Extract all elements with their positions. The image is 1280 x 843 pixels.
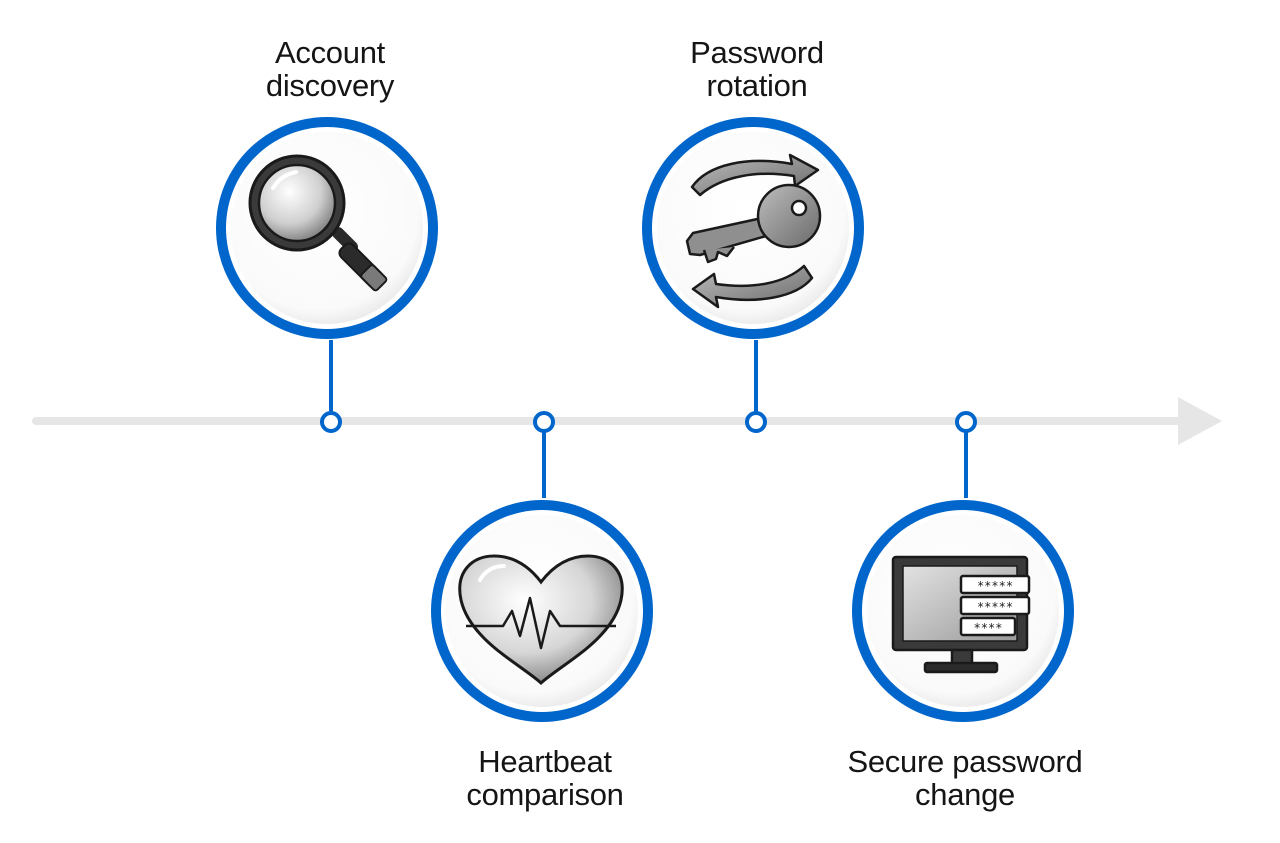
password-field-mask: ***** — [977, 579, 1013, 593]
label-line: Account — [275, 35, 385, 70]
password-field-mask: ***** — [977, 600, 1013, 614]
label-line: Password — [690, 35, 824, 70]
key-rotation-icon — [685, 153, 822, 309]
timeline-node — [320, 411, 342, 433]
label-line: change — [915, 777, 1015, 812]
timeline-node — [745, 411, 767, 433]
password-field-mask: **** — [974, 621, 1003, 635]
monitor-password-icon — [891, 555, 1031, 674]
label-line: rotation — [706, 68, 808, 103]
label-line: discovery — [265, 68, 395, 103]
heart-pulse-icon — [458, 554, 624, 686]
magnifying-glass-icon — [248, 154, 388, 292]
step-label-account-discovery: Account discovery — [210, 36, 450, 102]
timeline-node — [955, 411, 977, 433]
timeline-arrowhead — [1178, 397, 1222, 445]
label-line: Secure password — [847, 744, 1083, 779]
label-line: comparison — [466, 777, 624, 812]
step-label-secure-password-change: Secure password change — [805, 745, 1125, 811]
timeline-node — [533, 411, 555, 433]
step-label-password-rotation: Password rotation — [637, 36, 877, 102]
label-line: Heartbeat — [478, 744, 612, 779]
step-label-heartbeat-comparison: Heartbeat comparison — [420, 745, 670, 811]
